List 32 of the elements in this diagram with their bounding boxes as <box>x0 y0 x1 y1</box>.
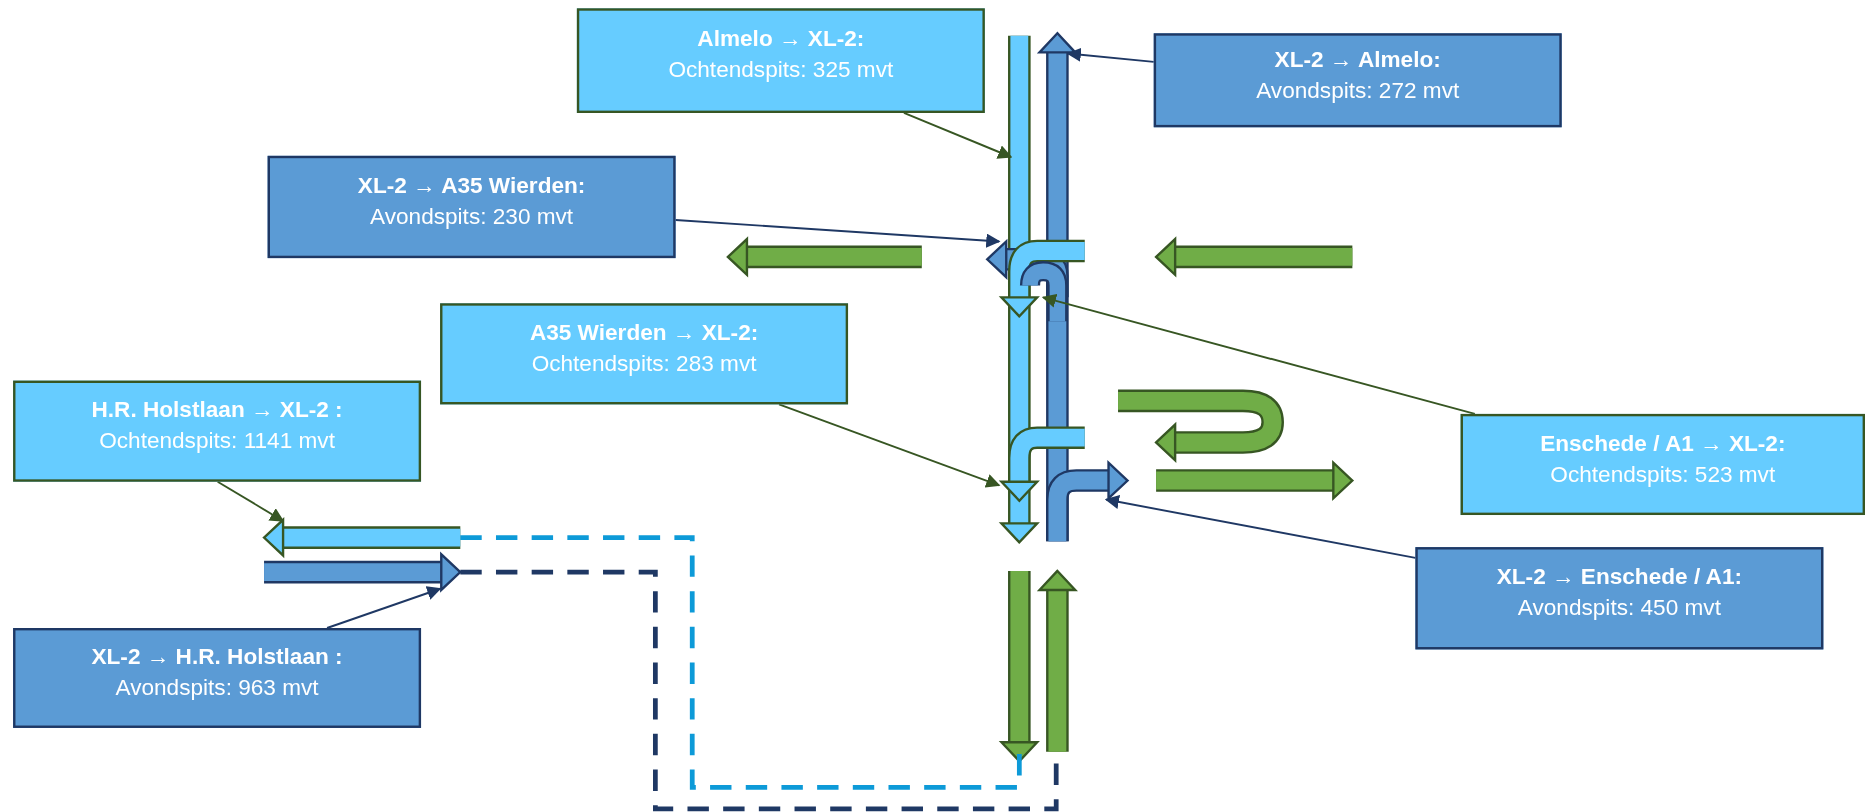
callout-box <box>1460 413 1865 515</box>
leader-line <box>674 219 1001 248</box>
callout-text: Avondspits: 272 mvt <box>1256 75 1460 105</box>
callout-text: Ochtendspits: 523 mvt <box>1550 459 1776 489</box>
leader-line <box>326 586 442 629</box>
callout-box <box>1415 547 1824 650</box>
callout-heading: A35 Wierden → XL-2: <box>529 318 759 347</box>
callout-text: Avondspits: 230 mvt <box>370 202 574 231</box>
callout-text: Ochtendspits: 325 mvt <box>668 56 894 85</box>
callout-box <box>267 155 676 259</box>
callout-heading: XL-2 → A35 Wierden: <box>357 171 586 200</box>
callout-box <box>1153 33 1562 128</box>
leader-line <box>1041 293 1476 415</box>
callout-box <box>13 628 422 728</box>
callout-heading: XL-2 → Enschede / A1: <box>1496 563 1743 592</box>
callout-text: Avondspits: 963 mvt <box>115 673 319 702</box>
callout-box <box>576 8 985 113</box>
callout-heading: H.R. Holstlaan → XL-2 : <box>91 396 343 425</box>
callout-heading: XL-2 → H.R. Holstlaan : <box>91 642 343 671</box>
leader-line <box>778 403 1001 488</box>
leader-line <box>1066 47 1155 63</box>
leader-line <box>216 480 285 522</box>
leader-line <box>1104 494 1417 559</box>
callout-text: Ochtendspits: 283 mvt <box>531 349 757 378</box>
leader-line <box>903 112 1013 159</box>
callout-box <box>13 380 422 482</box>
callout-heading: XL-2 → Almelo: <box>1274 45 1441 74</box>
callout-heading: Enschede / A1 → XL-2: <box>1540 429 1786 458</box>
callout-heading: Almelo → XL-2: <box>697 25 865 54</box>
callout-box <box>440 303 849 405</box>
callout-text: Ochtendspits: 1141 mvt <box>99 426 335 455</box>
callout-text: Avondspits: 450 mvt <box>1517 593 1721 622</box>
